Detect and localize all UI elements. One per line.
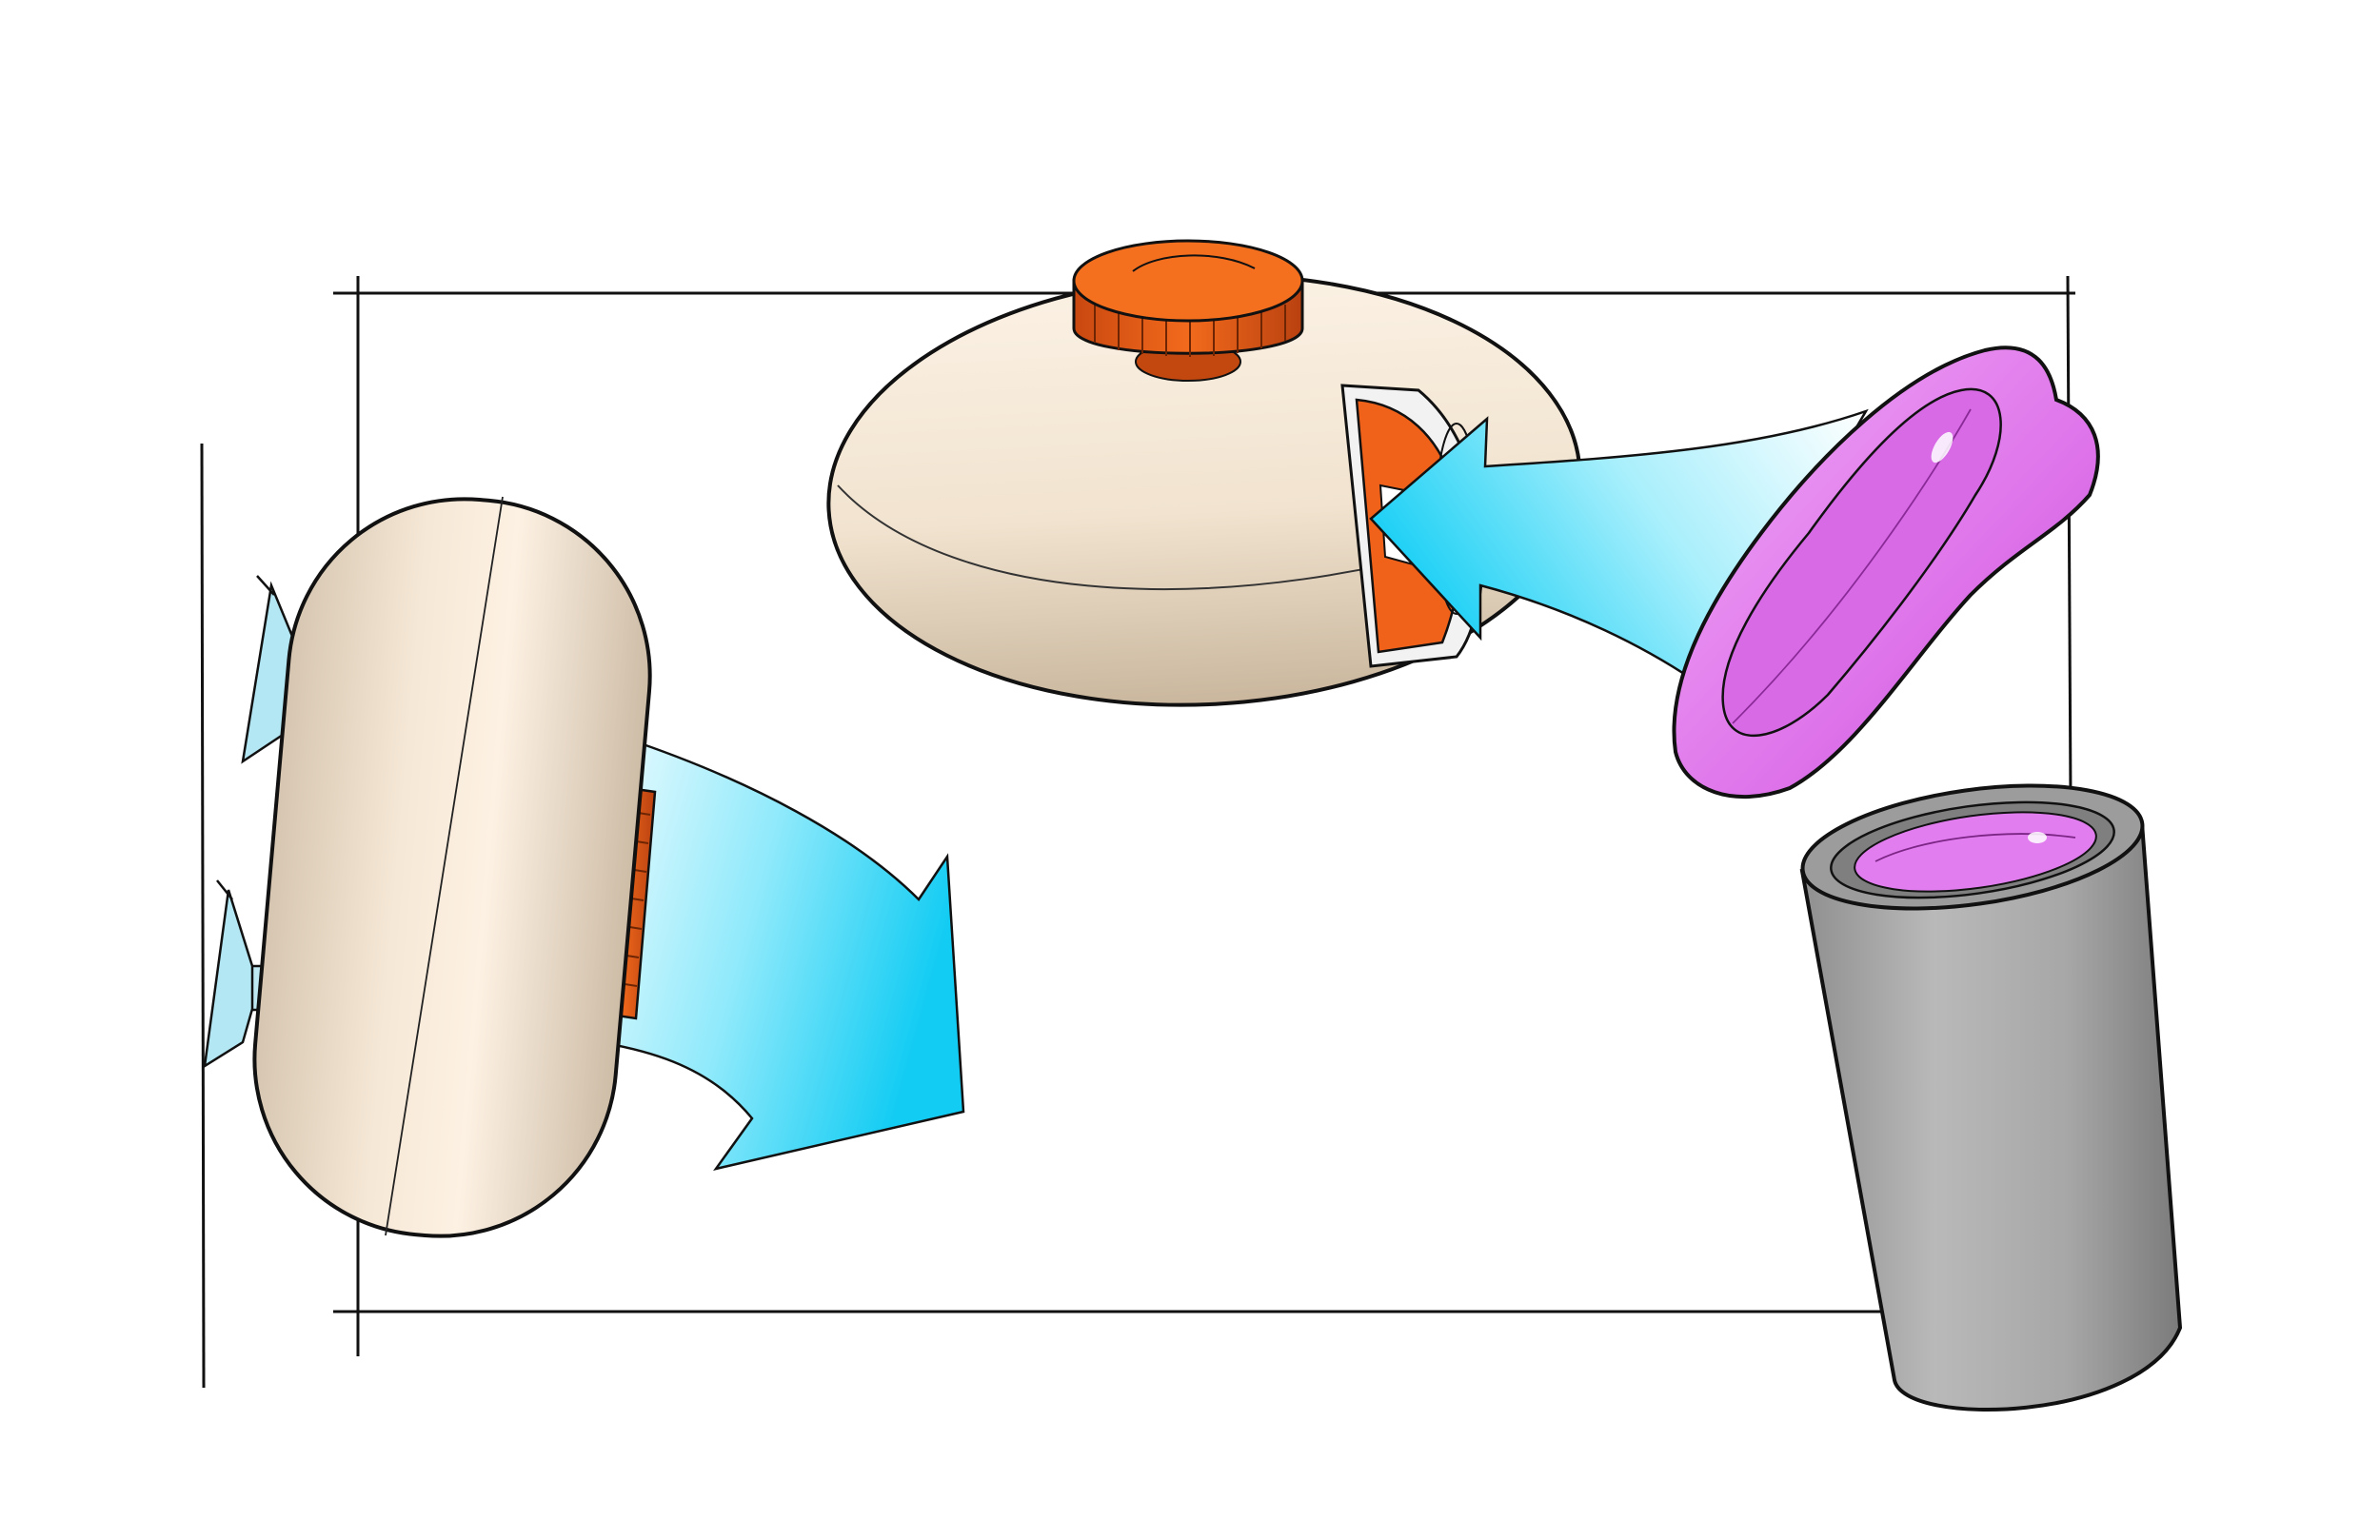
dispenser-knob-icon xyxy=(1072,239,1304,382)
storage-canister-icon xyxy=(1799,783,2183,1412)
wall-line xyxy=(200,443,206,1389)
housing-seam xyxy=(385,496,504,1236)
wall-dispenser-housing xyxy=(252,497,652,1238)
dispense-flow-arrow-icon xyxy=(565,736,965,1171)
frame-right-line xyxy=(2066,275,2073,800)
menstrual-cup-icon xyxy=(1672,346,2100,800)
wall-mounted-dispenser-icon xyxy=(203,496,657,1238)
